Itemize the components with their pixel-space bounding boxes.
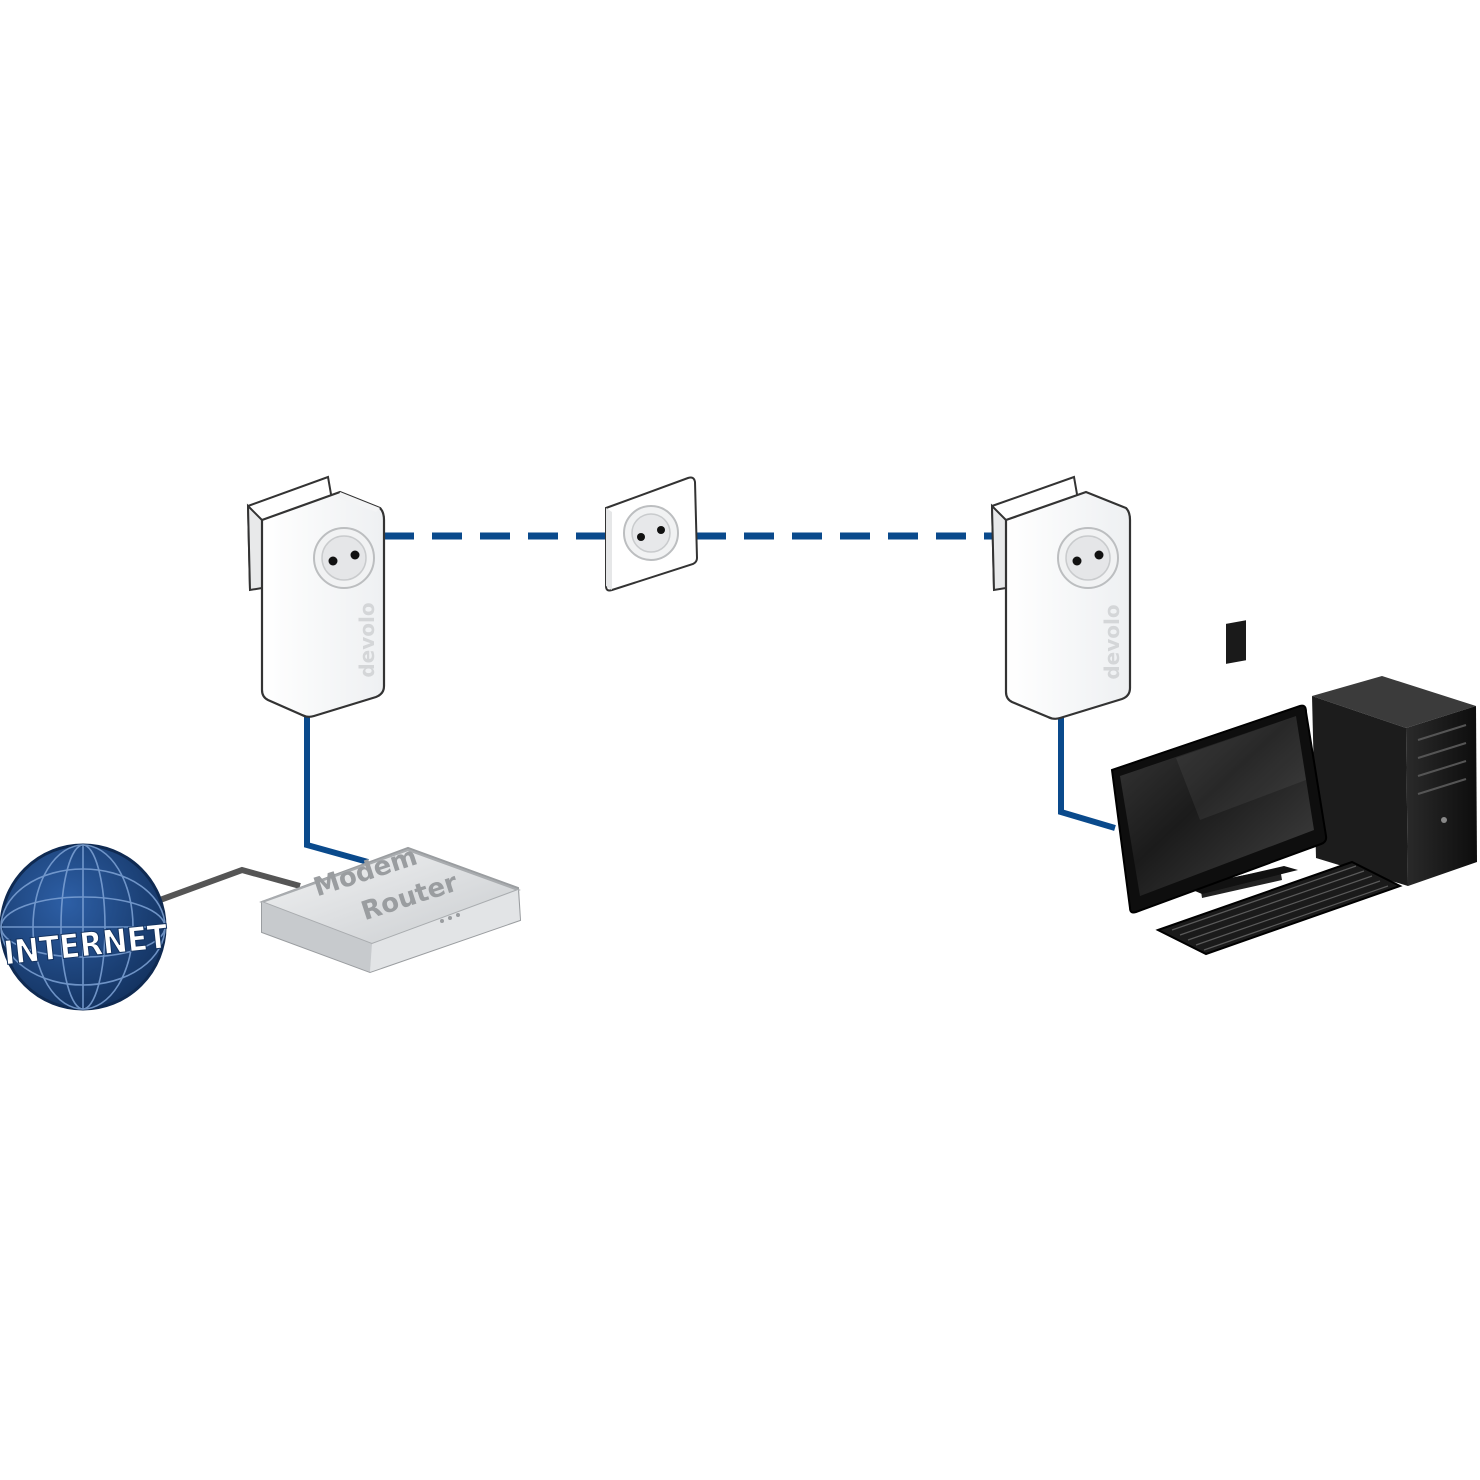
ethernet-cable-computer	[1058, 714, 1116, 831]
ethernet-cable-router	[304, 712, 369, 865]
powerline-adapter-right: devolo	[990, 475, 1132, 720]
adapter-brand-right: devolo	[1100, 604, 1124, 679]
adapter-brand-left: devolo	[355, 602, 379, 677]
computer-keyboard	[1155, 860, 1403, 956]
globe-icon: INTERNET	[0, 843, 171, 1011]
computer-monitor	[1110, 620, 1328, 914]
internet-cable	[158, 866, 301, 903]
adapter-socket-left	[313, 527, 375, 589]
desktop-computer-icon	[1110, 620, 1477, 956]
router-icon: Modem Router	[259, 842, 522, 974]
powerline-adapter-left: devolo	[246, 475, 386, 718]
computer-tower	[1312, 676, 1477, 886]
wall-socket-icon	[605, 476, 699, 592]
adapter-socket-right	[1057, 527, 1119, 589]
